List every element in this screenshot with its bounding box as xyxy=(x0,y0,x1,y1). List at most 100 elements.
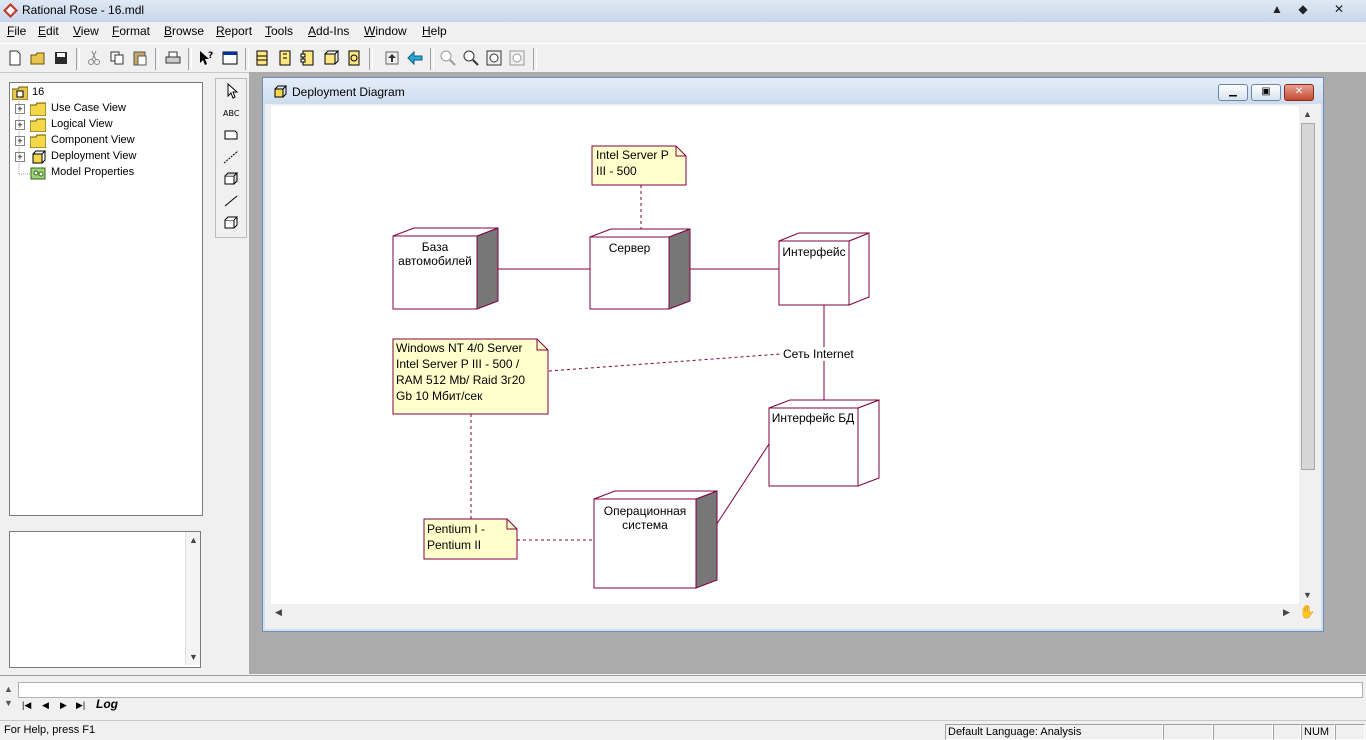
log-scroll-down-icon[interactable]: ▼ xyxy=(4,698,13,708)
note-tool-icon[interactable] xyxy=(220,125,242,145)
browse-interaction-diagram-icon[interactable] xyxy=(275,48,295,68)
node-label-server: Сервер xyxy=(608,241,651,255)
maximize-button[interactable]: ◆ xyxy=(1298,2,1308,16)
model-properties-icon xyxy=(30,167,46,180)
model-browser[interactable]: 16 + Use Case View + Logical View + Comp… xyxy=(9,82,203,516)
tab-last-icon[interactable]: ▶| xyxy=(76,700,86,710)
diagram-title-bar: Deployment Diagram ▁ ▣ ✕ xyxy=(263,78,1323,104)
menu-tools[interactable]: Tools xyxy=(265,24,294,38)
tab-first-icon[interactable]: |◀ xyxy=(22,700,32,710)
zoom-in-icon[interactable] xyxy=(438,48,458,68)
expand-icon[interactable]: + xyxy=(15,136,25,146)
tab-prev-icon[interactable]: ◀ xyxy=(42,700,49,710)
menu-file[interactable]: File xyxy=(7,24,27,38)
context-help-icon[interactable]: ? xyxy=(196,48,216,68)
node-server[interactable] xyxy=(589,228,691,310)
device-tool-icon[interactable] xyxy=(220,213,242,233)
node-interface[interactable] xyxy=(778,232,870,306)
diagram-minimize-button[interactable]: ▁ xyxy=(1218,84,1248,101)
browse-class-diagram-icon[interactable] xyxy=(252,48,272,68)
connection-label-internet[interactable]: Сеть Internet xyxy=(783,347,854,361)
node-database-cars[interactable] xyxy=(392,227,499,310)
note-windows-spec[interactable] xyxy=(392,338,549,415)
menu-edit[interactable]: Edit xyxy=(38,24,59,38)
diagram-restore-button[interactable]: ▣ xyxy=(1251,84,1281,101)
copy-icon[interactable] xyxy=(107,48,127,68)
diagram-toolbox: ABC xyxy=(215,78,247,238)
svg-text:ABC: ABC xyxy=(223,109,240,118)
tree-item-deployment-view[interactable]: + Deployment View xyxy=(10,149,200,165)
view-documentation-icon[interactable] xyxy=(220,48,240,68)
toolbar: ? xyxy=(0,43,1366,73)
expand-icon[interactable]: + xyxy=(15,104,25,114)
log-scroll-up-icon[interactable]: ▲ xyxy=(4,684,13,694)
close-button[interactable]: ✕ xyxy=(1333,2,1345,16)
anchor-note-tool-icon[interactable] xyxy=(220,147,242,167)
selection-tool-icon[interactable] xyxy=(220,81,242,101)
deployment-view-icon xyxy=(32,150,46,164)
title-bar: Rational Rose - 16.mdl ▲ ◆ ✕ xyxy=(0,0,1366,23)
expand-icon[interactable]: + xyxy=(15,152,25,162)
rational-rose-icon xyxy=(3,3,18,18)
tree-item-logical-view[interactable]: + Logical View xyxy=(10,117,200,133)
save-icon[interactable] xyxy=(51,48,71,68)
tab-log[interactable]: Log xyxy=(96,697,118,711)
connection-tool-icon[interactable] xyxy=(220,191,242,211)
menu-window[interactable]: Window xyxy=(364,24,407,38)
expand-icon[interactable]: + xyxy=(15,120,25,130)
diagram-close-button[interactable]: ✕ xyxy=(1284,84,1314,101)
tree-root[interactable]: 16 xyxy=(10,85,200,101)
tree-item-component-view[interactable]: + Component View xyxy=(10,133,200,149)
documentation-pane[interactable] xyxy=(9,531,201,668)
window-title: Rational Rose - 16.mdl xyxy=(22,3,145,17)
vertical-scroll-thumb[interactable] xyxy=(1301,123,1315,470)
undo-fit-icon[interactable] xyxy=(507,48,527,68)
log-output[interactable] xyxy=(18,682,1363,698)
menu-format[interactable]: Format xyxy=(112,24,151,38)
open-folder-icon[interactable] xyxy=(28,48,48,68)
diagram-vertical-scrollbar[interactable]: ▲ ▼ xyxy=(1299,106,1315,604)
new-file-icon[interactable] xyxy=(5,48,25,68)
folder-icon xyxy=(30,134,46,148)
tree-lines xyxy=(18,97,30,175)
browse-state-diagram-icon[interactable] xyxy=(344,48,364,68)
diagram-title: Deployment Diagram xyxy=(292,85,405,99)
diagram-horizontal-scrollbar[interactable]: ◀ ▶ xyxy=(271,604,1299,620)
note-server-spec[interactable] xyxy=(591,145,687,186)
menu-report[interactable]: Report xyxy=(216,24,253,38)
menu-view[interactable]: View xyxy=(73,24,99,38)
menu-help[interactable]: Help xyxy=(422,24,447,38)
tab-next-icon[interactable]: ▶ xyxy=(60,700,67,710)
node-operating-system[interactable] xyxy=(593,490,718,589)
paste-icon[interactable] xyxy=(130,48,150,68)
browse-previous-diagram-icon[interactable] xyxy=(405,48,425,68)
browse-deployment-diagram-icon[interactable] xyxy=(321,48,341,68)
hand-pan-icon[interactable]: ✋ xyxy=(1299,604,1316,619)
print-icon[interactable] xyxy=(163,48,183,68)
note-pentium[interactable] xyxy=(423,518,518,560)
menu-add-ins[interactable]: Add-Ins xyxy=(308,24,350,38)
tree-item-use-case-view[interactable]: + Use Case View xyxy=(10,101,200,117)
deployment-diagram-icon xyxy=(274,85,287,98)
log-tab-navigation: |◀ ◀ ▶ ▶| xyxy=(20,699,92,714)
anchor-windows-note[interactable] xyxy=(548,353,782,372)
cut-icon[interactable] xyxy=(84,48,104,68)
browse-parent-icon[interactable] xyxy=(382,48,402,68)
svg-text:?: ? xyxy=(208,51,213,61)
note-text-windows-spec: Windows NT 4/0 Server Intel Server P III… xyxy=(396,341,526,403)
text-tool[interactable]: ABC xyxy=(220,103,242,123)
browse-component-diagram-icon[interactable] xyxy=(298,48,318,68)
documentation-scrollbar[interactable]: ▲ ▼ xyxy=(185,532,200,665)
tree-item-model-properties[interactable]: Model Properties xyxy=(10,165,200,181)
fit-in-window-icon[interactable] xyxy=(484,48,504,68)
menu-browse[interactable]: Browse xyxy=(164,24,205,38)
diagram-shapes xyxy=(392,145,880,589)
minimize-button[interactable]: ▲ xyxy=(1271,2,1283,16)
node-interface-db[interactable] xyxy=(768,399,880,487)
zoom-out-icon[interactable] xyxy=(461,48,481,68)
processor-tool-icon[interactable] xyxy=(220,169,242,189)
